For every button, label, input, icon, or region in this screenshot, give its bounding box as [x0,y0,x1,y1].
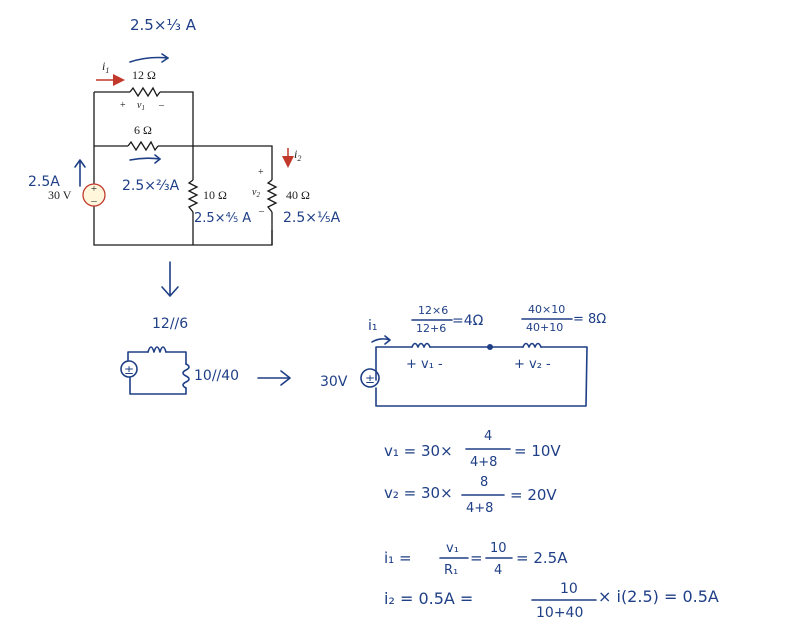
final-wire-top-left [375,346,413,381]
r6-label: 6 Ω [134,123,152,137]
resistor-6-symbol [127,140,159,152]
source-minus: – [90,195,97,207]
mid-current-note: 2.5×⅔A [122,178,180,194]
i2-label: i2 [294,147,301,163]
top-current-arrowhead-icon [161,53,169,63]
eq4-rhs: × i(2.5) = 0.5A [598,587,719,606]
eq1-numerator: 4 [484,429,492,444]
source-voltage-label: 30 V [48,188,72,202]
r10-label: 10 Ω [203,188,227,202]
top-current-note: 2.5×⅓ A [130,16,197,34]
frac1-numerator: 12×6 [418,304,448,317]
eq1-lhs: v₁ = 30× [384,442,453,460]
simple-resistor-top-icon [147,346,167,353]
final-resistor1-icon [411,342,431,348]
final-v1-label: + v₁ - [406,357,443,372]
simple-wire-top-right [165,351,187,365]
final-source-label: 30V [320,374,348,390]
simple-resistor-right-icon [182,363,190,389]
circuit-annotations: 2.5×⅓ A 2.5A 2.5×⅔A 2.5×⅘ A 2.5×⅕A [28,16,341,297]
final-node [487,344,493,350]
simple-source-symbol: ± [124,363,134,377]
mid-current-arrowhead-icon [154,154,161,164]
frac2-denominator: 40+10 [526,321,563,334]
eq2-lhs: v₂ = 30× [384,484,453,502]
final-i1-label: i₁ [368,318,378,334]
r10-current-note: 2.5×⅘ A [194,211,251,226]
final-source-symbol: ± [365,372,375,386]
i1-label: i1 [102,59,109,75]
r12-label: 12 Ω [132,68,156,82]
voltage-source-symbol [82,183,106,207]
r40-current-note: 2.5×⅕A [283,210,341,226]
right-arrow-icon [257,370,291,386]
eq3-rhs: = 2.5A [516,549,568,567]
eq1-rhs: = 10V [514,442,561,460]
eq3-f2-numerator: 10 [490,541,507,556]
frac1-denominator: 12+6 [416,322,446,335]
eq4-denominator: 10+40 [536,605,583,621]
frac2-result: = 8Ω [573,312,606,327]
mid-current-arrow-icon [129,157,161,161]
resistor-10-symbol [187,179,199,213]
source-current-note: 2.5A [28,174,60,190]
eq3-f2-denominator: 4 [494,563,502,578]
v2-plus: + [258,167,264,178]
simple-wire-top-left [127,351,149,361]
eq2-denominator: 4+8 [466,501,493,516]
simplified-circuit: 12//6 ± 10//40 [120,316,291,395]
final-i1-arrow-icon [371,335,391,345]
wire-top-right [160,91,194,146]
eq2-numerator: 8 [480,475,488,490]
frac1-result: =4Ω [452,313,484,329]
v1-minus: – [158,100,165,111]
final-source-icon [360,368,380,388]
eq3-lhs: i₁ = [384,549,412,567]
eq3-equals: = [470,549,483,567]
eq3-f1-denominator: R₁ [444,563,458,578]
frac2-numerator: 40×10 [528,303,565,316]
eq4-lhs: i₂ = 0.5A = [384,589,473,608]
r40-label: 40 Ω [286,188,310,202]
wire-mid-right [158,145,273,180]
v1-label: v1 [137,100,145,112]
v2-minus: – [258,206,265,217]
final-resistor2-icon [522,342,542,348]
original-circuit: + – 30 V i1 12 Ω + v1 – 6 Ω 10 Ω 40 Ω + … [48,59,310,246]
resistor-12-symbol [129,86,161,98]
final-circuit: 12×6 12+6 =4Ω 40×10 40+10 = 8Ω i₁ + v₁ -… [320,303,606,407]
final-v2-label: + v₂ - [514,357,551,372]
simple-wire-bottom [129,377,187,395]
resistor-40-symbol [266,179,278,213]
final-wire-loop [375,346,588,407]
eq2-rhs: = 20V [510,486,557,504]
par-right-label: 10//40 [194,368,239,384]
source-plus: + [91,183,97,195]
top-current-arrow-icon [129,56,169,63]
eq1-denominator: 4+8 [470,455,497,470]
equations: v₁ = 30× 4 4+8 = 10V v₂ = 30× 8 4+8 = 20… [384,429,719,621]
down-arrow-icon [161,261,179,297]
eq4-numerator: 10 [560,581,578,597]
v2-label: v2 [252,187,260,199]
v1-plus: + [120,100,126,111]
simple-source-icon [120,360,138,378]
eq3-f1-numerator: v₁ [446,541,459,556]
source-current-arrow-icon [74,159,86,187]
par-left-label: 12//6 [152,316,188,332]
